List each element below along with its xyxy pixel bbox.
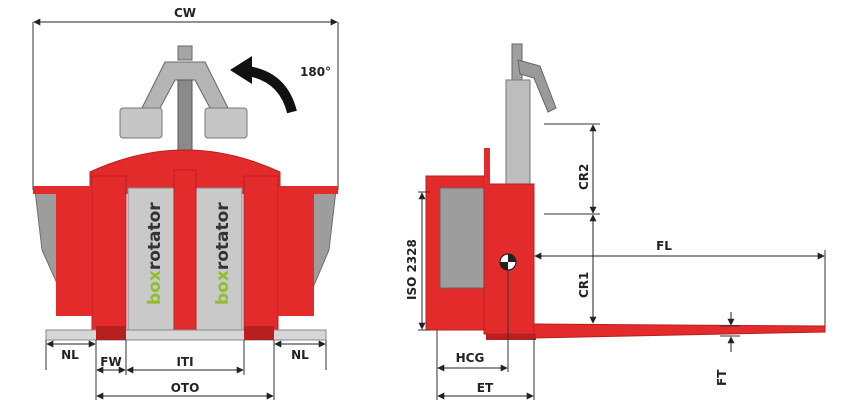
- fw-label: FW: [100, 355, 121, 369]
- iso-label: ISO 2328: [405, 239, 419, 300]
- hcg-label: HCG: [456, 351, 485, 365]
- gripper-pad-left: [119, 107, 163, 139]
- side-gripper-arm: [517, 59, 557, 113]
- top-bracket: [484, 148, 490, 188]
- oto-label: OTO: [171, 381, 200, 395]
- cr2-label: CR2: [577, 164, 591, 190]
- side-housing: [439, 187, 485, 289]
- brand-right: boxrotator: [213, 202, 233, 305]
- top-clamp: [177, 45, 193, 61]
- cr1-label: CR1: [577, 272, 591, 298]
- iti-label: ITI: [176, 355, 193, 369]
- cog-quadrant-2: [500, 262, 508, 270]
- cw-label: CW: [174, 6, 196, 20]
- rotation-label: 180°: [300, 65, 331, 79]
- brand-left: boxrotator: [145, 202, 165, 305]
- fork-foot-right: [244, 326, 274, 340]
- frame-post-right: [243, 175, 279, 337]
- fork-heel: [486, 334, 536, 340]
- ft-label: FT: [715, 369, 729, 386]
- cog-quadrant-1: [508, 254, 516, 262]
- center-column: [173, 169, 197, 333]
- base-plate: [45, 329, 327, 341]
- nl-left-label: NL: [61, 348, 79, 362]
- mast-housing: [505, 79, 531, 191]
- side-plate-left: [56, 186, 92, 316]
- et-label: ET: [477, 381, 494, 395]
- side-plate-right: [278, 186, 314, 316]
- nl-right-label: NL: [291, 348, 309, 362]
- gripper-pad-right: [204, 107, 248, 139]
- front-view: CW 180° boxrotator boxrotator: [32, 6, 339, 400]
- rotation-arrowhead: [230, 56, 252, 84]
- side-view: CR2 CR1 FL ISO 2328 HCG ET FT: [405, 43, 826, 400]
- frame-post-left: [91, 175, 127, 337]
- fl-label: FL: [656, 239, 672, 253]
- fork-blade: [533, 323, 826, 339]
- fork-foot-left: [96, 326, 126, 340]
